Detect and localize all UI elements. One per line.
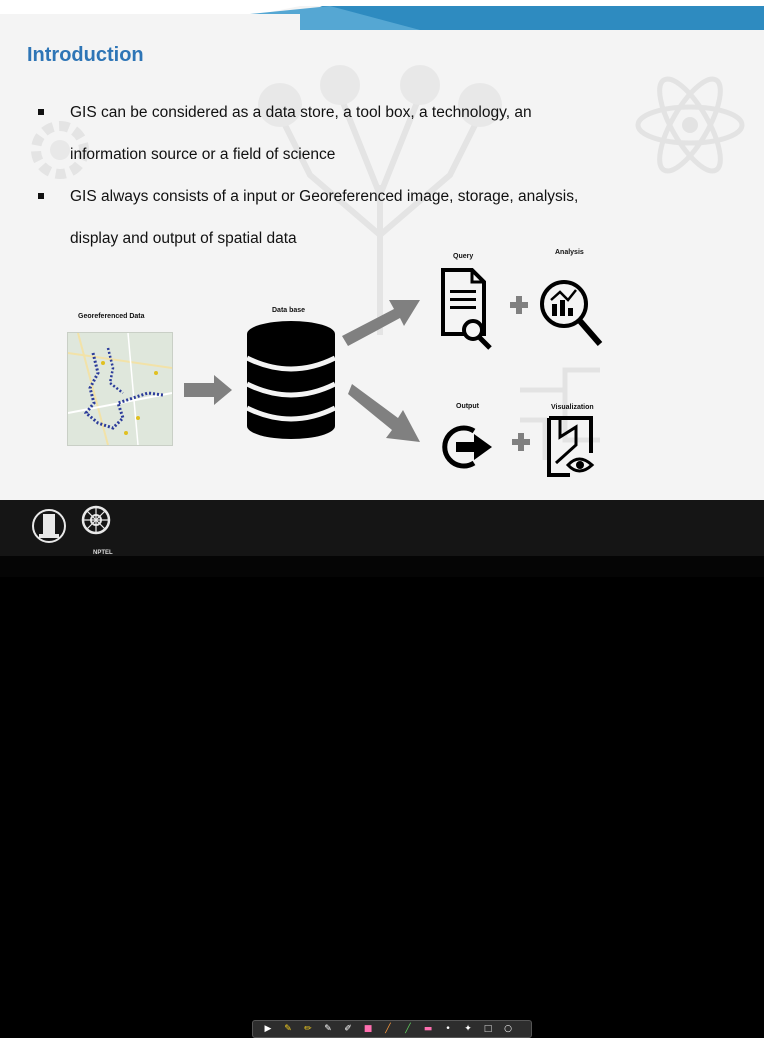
arrow-database-to-output (348, 384, 420, 442)
presentation-footer-bar: ▶ ✎ ✏ ✎ ✐ ■ ╱ ╱ ▬ • ✦ □ ○ (0, 500, 764, 1038)
georeferenced-data-label: Georeferenced Data (78, 313, 145, 320)
bullet-2-line-2: display and output of spatial data (70, 230, 297, 247)
highlighter-icon[interactable]: ✏ (304, 1024, 312, 1034)
plus-icon (510, 296, 528, 314)
analysis-label: Analysis (555, 249, 584, 256)
laser-icon[interactable]: ✦ (464, 1024, 472, 1034)
bottom-strip (0, 556, 764, 577)
database-icon (246, 321, 336, 439)
eraser-icon[interactable]: ▬ (423, 1024, 433, 1034)
pen-icon[interactable]: ✎ (284, 1024, 292, 1034)
database-label: Data base (272, 307, 306, 314)
output-label: Output (456, 403, 479, 410)
arrow-database-to-query (342, 300, 420, 346)
slide: Introduction GIS can be considered as a … (0, 0, 764, 500)
bullet-2-line-1: GIS always consists of a input or Georef… (70, 188, 579, 205)
bullet-1-line-1: GIS can be considered as a data store, a… (70, 104, 532, 121)
marker-icon[interactable]: ✐ (344, 1024, 352, 1034)
nptel-logo (81, 505, 111, 535)
output-exit-icon (442, 425, 492, 469)
atom-decoration (635, 76, 745, 174)
plus-icon (512, 433, 530, 451)
arrow-map-to-database (184, 375, 232, 405)
analysis-magnifier-chart-icon (540, 280, 603, 346)
circuit-decoration (520, 367, 600, 460)
visualization-label: Visualization (551, 404, 594, 411)
header-band (0, 0, 764, 30)
iit-logo (32, 509, 66, 543)
bullet-1-line-2: information source or a field of science (70, 146, 336, 163)
georeferenced-map-image (67, 332, 173, 446)
visualization-map-eye-icon (547, 416, 595, 477)
slide-title: Introduction (27, 44, 144, 66)
pen-icon[interactable]: ╱ (385, 1024, 391, 1034)
eraser-icon[interactable]: ■ (363, 1024, 373, 1034)
query-label: Query (453, 253, 474, 260)
background-tree-decoration (258, 65, 502, 335)
document-search-icon (441, 268, 492, 350)
pointer-icon[interactable]: ▶ (264, 1024, 272, 1034)
gear-decoration (31, 121, 89, 179)
nptel-logo-text: NPTEL (93, 550, 113, 556)
bullet-marker (38, 109, 44, 115)
annotation-toolbar[interactable]: ▶ ✎ ✏ ✎ ✐ ■ ╱ ╱ ▬ • ✦ □ ○ (252, 1020, 532, 1038)
pencil-icon[interactable]: ✎ (324, 1024, 332, 1034)
bullet-marker (38, 193, 44, 199)
clear-icon[interactable]: ○ (504, 1024, 512, 1034)
box-icon[interactable]: □ (483, 1024, 493, 1034)
brush-icon[interactable]: ╱ (405, 1024, 411, 1034)
dot-icon[interactable]: • (445, 1024, 451, 1034)
